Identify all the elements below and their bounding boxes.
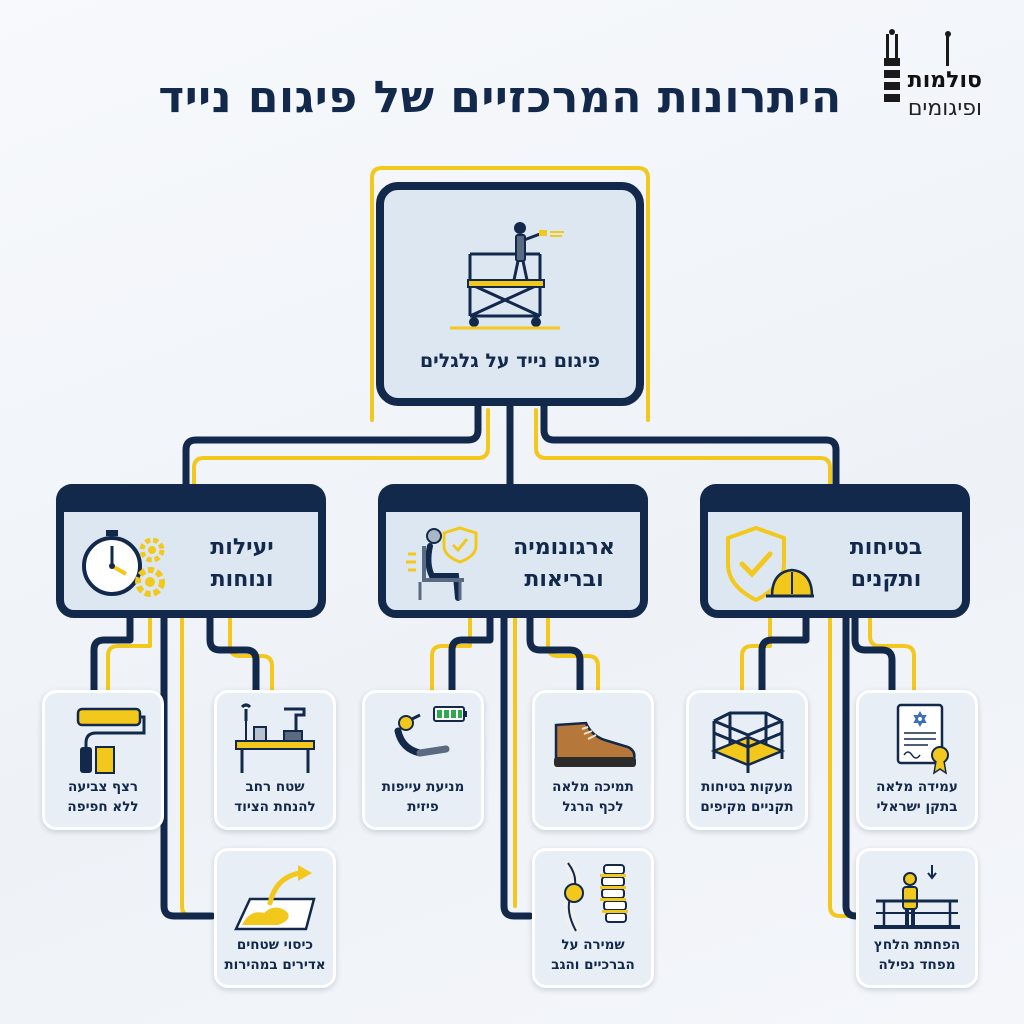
leaf-label: שטח רחב להנחת הציוד	[234, 779, 316, 816]
leaf-knees: שמירה על הברכיים והגב	[532, 848, 654, 988]
person-railing-icon	[874, 865, 960, 929]
logo-line-1: סולמות	[907, 68, 982, 93]
area-arrow-icon	[234, 865, 316, 931]
work-shoe-icon	[554, 721, 636, 767]
category-label: יעילות ונוחות	[210, 535, 274, 592]
category-ergonomics: ארגונומיה ובריאות	[378, 484, 648, 618]
leaf-label: כיסוי שטחים אדירים במהירות	[224, 937, 326, 974]
ergonomic-seat-icon	[406, 526, 478, 601]
leaf-foot: תמיכה מלאה לכף הרגל	[532, 690, 654, 830]
shield-helmet-icon	[726, 525, 814, 603]
leaf-label: רצף צביעה ללא חפיפה	[67, 779, 139, 816]
brand-logo: סולמות ופיגומים	[880, 28, 1000, 128]
knee-spine-icon	[563, 860, 628, 934]
leaf-label: מניעת עייפות פיזית	[381, 779, 465, 816]
logo-line-2: ופיגומים	[907, 96, 982, 121]
leaf-pressure: הפחתת הלחץ מפחד נפילה	[856, 848, 978, 988]
scaffold-icon	[450, 222, 564, 330]
paint-roller-icon	[76, 707, 146, 774]
page-title: היתרונות המרכזיים של פיגום נייד	[158, 72, 842, 123]
leaf-guardrails: מעקות בטיחות תקניים מקיפים	[686, 690, 808, 830]
category-safety: בטיחות ותקנים	[700, 484, 970, 618]
root-node: פיגום נייד על גלגלים	[376, 182, 644, 406]
leaf-label: תמיכה מלאה לכף הרגל	[552, 779, 634, 816]
root-label: פיגום נייד על גלגלים	[419, 350, 601, 372]
tool-table-icon	[235, 703, 315, 773]
certificate-icon	[896, 703, 949, 775]
leaf-coverage: כיסוי שטחים אדירים במהירות	[214, 848, 336, 988]
stopwatch-gears-icon	[82, 530, 165, 597]
leaf-fatigue: מניעת עייפות פיזית	[362, 690, 484, 830]
resting-person-battery-icon	[394, 706, 467, 757]
leaf-floor: רצף צביעה ללא חפיפה	[42, 690, 164, 830]
leaf-label: מעקות בטיחות תקניים מקיפים	[700, 779, 794, 816]
leaf-standard: עמידה מלאה בתקן ישראלי	[856, 690, 978, 830]
category-efficiency: יעילות ונוחות	[56, 484, 326, 618]
leaf-label: עמידה מלאה בתקן ישראלי	[876, 779, 958, 816]
leaf-label: שמירה על הברכיים והגב	[551, 937, 635, 974]
leaf-space: שטח רחב להנחת הציוד	[214, 690, 336, 830]
guardrail-platform-icon	[710, 711, 786, 773]
leaf-label: הפחתת הלחץ מפחד נפילה	[873, 937, 961, 974]
category-label: בטיחות ותקנים	[849, 535, 923, 592]
category-label: ארגונומיה ובריאות	[513, 535, 615, 592]
